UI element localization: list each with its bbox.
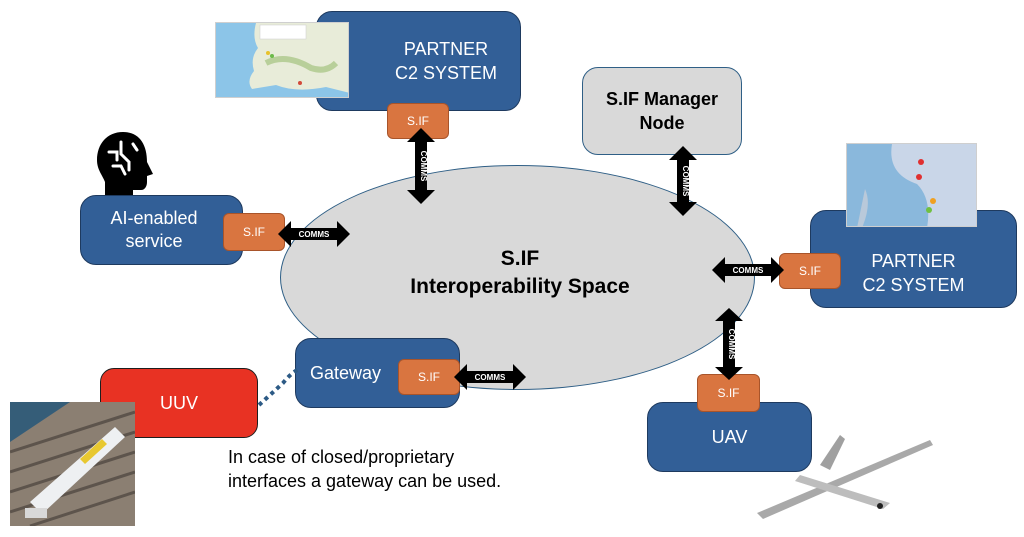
sif-label: S.IF xyxy=(417,370,440,384)
ai-head-icon xyxy=(95,130,157,200)
sif-label: S.IF xyxy=(242,225,265,239)
gateway[interactable]: Gateway xyxy=(295,338,460,408)
comms-label: COMMS xyxy=(733,266,764,275)
comms-arrow-manager[interactable]: COMMS xyxy=(668,146,698,216)
space-title: S.IF xyxy=(500,247,540,270)
uav-drone-image xyxy=(755,425,945,525)
interoperability-space-label: S.IF Interoperability Space xyxy=(355,245,685,302)
partner-c2-top-line2: C2 SYSTEM xyxy=(394,63,498,83)
ai-service-line1: AI-enabled xyxy=(110,207,198,228)
partner-c2-system-right[interactable]: PARTNER C2 SYSTEM xyxy=(810,210,1017,308)
gateway-caption: In case of closed/proprietary interfaces… xyxy=(228,447,502,492)
sif-interface-uav[interactable]: S.IF xyxy=(697,374,760,412)
comms-arrow-top[interactable]: COMMS xyxy=(406,128,436,204)
map-thumbnail-harbor xyxy=(846,143,977,227)
comms-arrow-uav[interactable]: COMMS xyxy=(714,308,744,380)
sif-manager-node[interactable]: S.IF Manager Node xyxy=(582,67,742,155)
comms-label: COMMS xyxy=(727,329,736,360)
comms-arrow-ai[interactable]: COMMS xyxy=(278,220,350,248)
sif-interface-ai[interactable]: S.IF xyxy=(223,213,285,251)
space-subtitle: Interoperability Space xyxy=(410,275,630,299)
partner-c2-top-line1: PARTNER xyxy=(403,38,489,59)
map-image-icon xyxy=(847,144,936,226)
manager-node-line1: S.IF Manager xyxy=(605,88,719,109)
sif-label: S.IF xyxy=(406,114,429,128)
map-image-icon xyxy=(216,23,348,97)
uuv-label: UUV xyxy=(159,392,198,413)
sif-label: S.IF xyxy=(798,264,821,278)
comms-label: COMMS xyxy=(681,166,690,197)
comms-label: COMMS xyxy=(299,230,330,239)
uav-label: UAV xyxy=(711,426,748,447)
ai-service-line2: service xyxy=(125,231,183,251)
ai-enabled-service[interactable]: AI-enabled service xyxy=(80,195,243,265)
partner-c2-right-line2: C2 SYSTEM xyxy=(862,275,965,295)
sif-interface-gateway[interactable]: S.IF xyxy=(398,359,460,395)
manager-node-line2: Node xyxy=(639,113,685,133)
uav-node[interactable]: UAV xyxy=(647,402,812,472)
partner-c2-system-top[interactable]: PARTNER C2 SYSTEM xyxy=(316,11,521,111)
comms-label: COMMS xyxy=(475,373,506,382)
comms-label: COMMS xyxy=(419,151,428,182)
sif-interface-right[interactable]: S.IF xyxy=(779,253,841,289)
sif-label: S.IF xyxy=(717,386,740,400)
map-thumbnail-portugal xyxy=(215,22,349,98)
proprietary-link-dotted xyxy=(257,367,300,407)
comms-arrow-gateway[interactable]: COMMS xyxy=(454,363,526,391)
partner-c2-right-line1: PARTNER xyxy=(871,250,956,271)
comms-arrow-right[interactable]: COMMS xyxy=(712,256,784,284)
gateway-label: Gateway xyxy=(310,362,382,383)
uuv-photo xyxy=(10,402,135,526)
